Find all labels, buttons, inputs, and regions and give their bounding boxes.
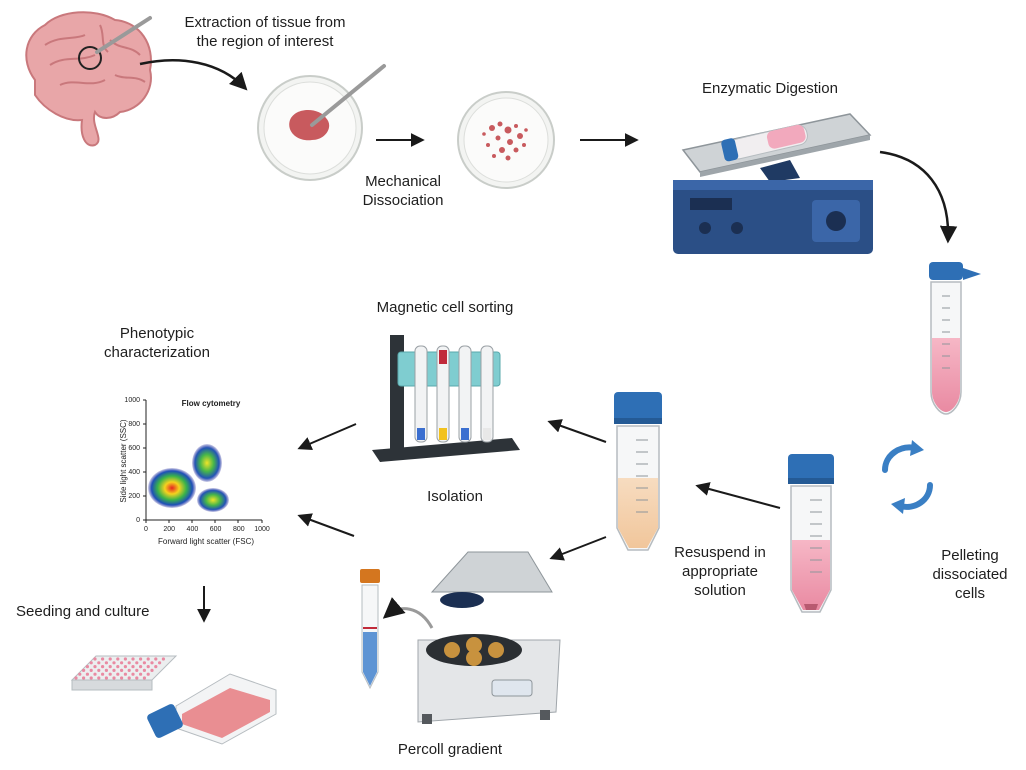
flow-plot-title: Flow cytometry (181, 399, 241, 408)
label-mechanical-line1: Mechanical (365, 173, 441, 190)
flow-plot-x-tick: 600 (209, 526, 222, 533)
label-resuspend: Resuspend in appropriate solution (660, 543, 780, 600)
petri-dish-dissociated (457, 91, 555, 189)
flow-plot-x-tick: 400 (186, 526, 199, 533)
flow-population-1 (148, 468, 196, 508)
label-seeding-culture: Seeding and culture (16, 603, 150, 620)
arrow-centrifuge-to-tube (382, 597, 434, 629)
cycle-arrows-icon (882, 440, 933, 514)
flow-plot-x-tick: 0 (144, 526, 148, 533)
culture-flask-icon (147, 673, 277, 745)
label-mechanical-dissociation: Mechanical Dissociation (348, 172, 458, 210)
flow-plot-y-tick: 800 (128, 421, 140, 428)
label-phenotypic-line2: characterization (104, 344, 210, 361)
flow-plot-y-tick: 1000 (124, 397, 140, 404)
label-resuspend-line3: solution (694, 582, 746, 599)
arrow-pellet-to-resuspend (695, 482, 781, 509)
flow-plot-x-tick: 200 (163, 526, 176, 533)
label-magnetic-sorting: Magnetic cell sorting (376, 299, 514, 316)
label-extraction: Extraction of tissue from the region of … (170, 13, 360, 51)
well-plate-icon (70, 655, 178, 691)
tube-pelleted-icon (788, 454, 834, 613)
arrow-brain-to-dish (139, 59, 248, 91)
centrifuge-icon (417, 551, 561, 724)
arrow-resuspend-to-percoll (549, 536, 607, 561)
arrow-resuspend-to-magnetic (547, 419, 607, 443)
flow-plot-y-tick: 400 (128, 469, 140, 476)
label-pelleting-line2: dissociated (932, 566, 1008, 583)
flow-cytometry-plot (143, 399, 263, 523)
label-pelleting: Pelleting dissociated cells (918, 546, 1022, 603)
label-enzymatic-digestion: Enzymatic Digestion (702, 80, 838, 97)
flow-plot-y-tick: 600 (128, 445, 140, 452)
flow-population-3 (197, 488, 229, 512)
arrow-magnetic-to-flow (297, 423, 357, 451)
arrow-percoll-to-flow (297, 513, 355, 537)
label-extraction-line2: the region of interest (196, 33, 334, 50)
flow-population-2 (192, 444, 222, 482)
label-resuspend-line1: Resuspend in (674, 544, 766, 561)
brain-icon (25, 11, 152, 147)
shaker-instrument-icon (673, 113, 873, 254)
tube-digested-icon (929, 262, 981, 415)
flow-plot-x-tick: 1000 (254, 526, 270, 533)
label-mechanical-line2: Dissociation (362, 192, 444, 209)
tube-percoll-icon (360, 569, 380, 690)
label-phenotypic-line1: Phenotypic (119, 325, 195, 342)
label-isolation: Isolation (427, 488, 483, 505)
flow-plot-y-tick: 0 (136, 517, 140, 524)
label-resuspend-line2: appropriate (682, 563, 758, 580)
flow-plot-y-tick: 200 (128, 493, 140, 500)
flow-plot-xlabel: Forward light scatter (FSC) (157, 537, 255, 546)
label-percoll-gradient: Percoll gradient (397, 741, 503, 758)
magnetic-sorter-icon (372, 335, 520, 462)
arrow-shaker-to-tube (879, 150, 958, 244)
label-pelleting-line1: Pelleting (941, 547, 999, 564)
label-phenotypic: Phenotypic characterization (82, 324, 232, 362)
label-extraction-line1: Extraction of tissue from (184, 14, 346, 31)
label-pelleting-line3: cells (954, 585, 985, 602)
tube-resuspended-icon (614, 392, 662, 551)
petri-dish-tissue (257, 64, 386, 181)
flow-plot-x-tick: 800 (232, 526, 245, 533)
